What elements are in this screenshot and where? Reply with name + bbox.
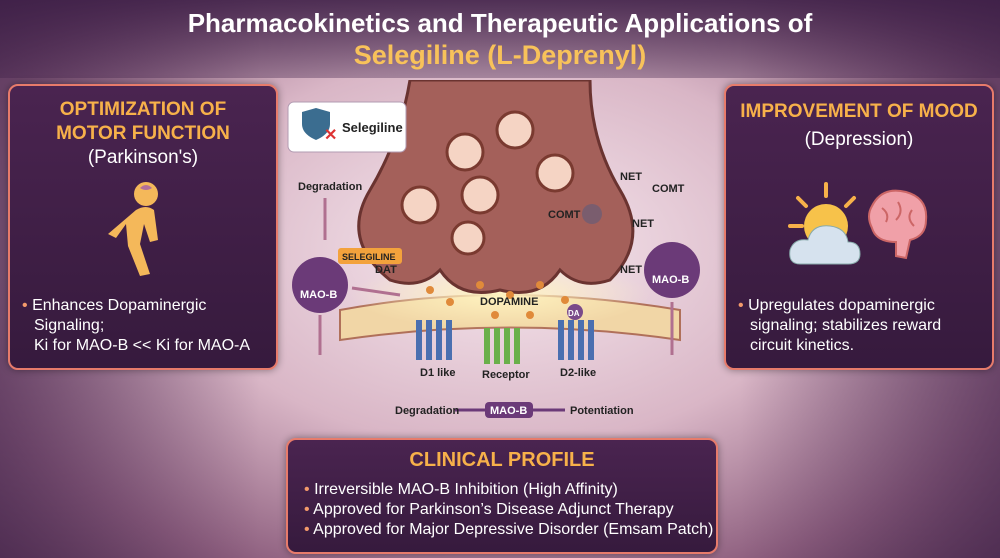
degradation-bottom-label: Degradation (395, 405, 459, 417)
net-mid-label: NET (632, 218, 654, 230)
motor-function-panel: OPTIMIZATION OF MOTOR FUNCTION (Parkinso… (8, 84, 278, 370)
arrow-to-dat (351, 286, 401, 297)
page-title: Pharmacokinetics and Therapeutic Applica… (187, 8, 813, 38)
motor-heading-line1: OPTIMIZATION OF (59, 99, 227, 120)
dat-label: DAT (375, 264, 397, 276)
d2-like-label: D2-like (560, 367, 596, 379)
potentiation-label: Potentiation (570, 405, 634, 417)
mao-b-bottom-badge (485, 402, 533, 418)
d1-receptor (416, 320, 452, 360)
d1-like-label: D1 like (420, 367, 455, 379)
comt-enzyme (582, 204, 602, 224)
mood-bullet-line3: circuit kinetics. (750, 337, 855, 354)
mao-b-right-enzyme (644, 242, 700, 298)
mood-panel: IMPROVEMENT OF MOOD (Depression) • Upreg… (724, 84, 994, 370)
dopamine-particles (426, 281, 569, 319)
motor-bullet: • Enhances Dopaminergic (22, 297, 207, 314)
clinical-item-text: Approved for Major Depressive Disorder (… (313, 521, 714, 538)
mao-b-left-enzyme (292, 257, 348, 313)
motor-heading-line2: MOTOR FUNCTION (56, 123, 230, 144)
sun-cloud-brain-icon (786, 176, 936, 281)
dopamine-label: DOPAMINE (480, 296, 538, 308)
mood-subheading: (Depression) (804, 129, 914, 150)
da-tag (567, 304, 583, 320)
comt-top-label: COMT (652, 183, 685, 195)
comt-label: COMT (548, 209, 581, 221)
mood-heading: IMPROVEMENT OF MOOD (740, 101, 978, 122)
walking-person-icon (106, 180, 182, 280)
degradation-top-label: Degradation (298, 181, 362, 193)
selegiline-tag (338, 248, 402, 264)
clinical-item-text: Irreversible MAO-B Inhibition (High Affi… (314, 481, 618, 498)
net-low-label: NET (620, 264, 642, 276)
shield-icon (302, 108, 330, 140)
motor-subheading: (Parkinson's) (87, 147, 199, 168)
motor-bullet-line3: Ki for MAO-B << Ki for MAO-A (34, 337, 251, 354)
vesicles (400, 110, 575, 256)
clinical-item-text: Approved for Parkinson’s Disease Adjunct… (313, 501, 674, 518)
title-bar: Pharmacokinetics and Therapeutic Applica… (0, 0, 1000, 78)
selegiline-label: Selegiline (342, 120, 403, 135)
mao-b-left-label: MAO-B (300, 289, 337, 301)
da-tag-label: DA (568, 309, 580, 318)
mao-b-bottom-label: MAO-B (490, 405, 527, 417)
block-x-icon: ✕ (324, 127, 337, 144)
clinical-item: • Irreversible MAO-B Inhibition (High Af… (304, 481, 618, 498)
receptor (484, 328, 520, 364)
synapse-diagram: ✕ Selegiline Degradation MAO-B SELEGILIN… (280, 78, 720, 435)
motor-bullet-line1: Enhances Dopaminergic (32, 297, 207, 314)
motor-bullet-line2: Signaling; (34, 317, 105, 334)
mood-bullet-line2: signaling; stabilizes reward (750, 317, 942, 334)
selegiline-tag-label: SELEGILINE (342, 252, 396, 262)
net-top-label: NET (620, 171, 642, 183)
clinical-profile-panel: CLINICAL PROFILE • Irreversible MAO-B In… (286, 438, 718, 554)
receptor-label: Receptor (482, 369, 530, 381)
mao-b-right-label: MAO-B (652, 274, 689, 286)
clinical-item: • Approved for Parkinson’s Disease Adjun… (304, 501, 674, 518)
page-subtitle: Selegiline (L-Deprenyl) (353, 40, 647, 70)
d2-receptor (558, 320, 594, 360)
mood-bullet: • Upregulates dopaminergic (738, 297, 935, 314)
clinical-item: • Approved for Major Depressive Disorder… (304, 521, 714, 538)
mood-bullet-line1: Upregulates dopaminergic (748, 297, 935, 314)
clinical-heading: CLINICAL PROFILE (409, 449, 595, 471)
